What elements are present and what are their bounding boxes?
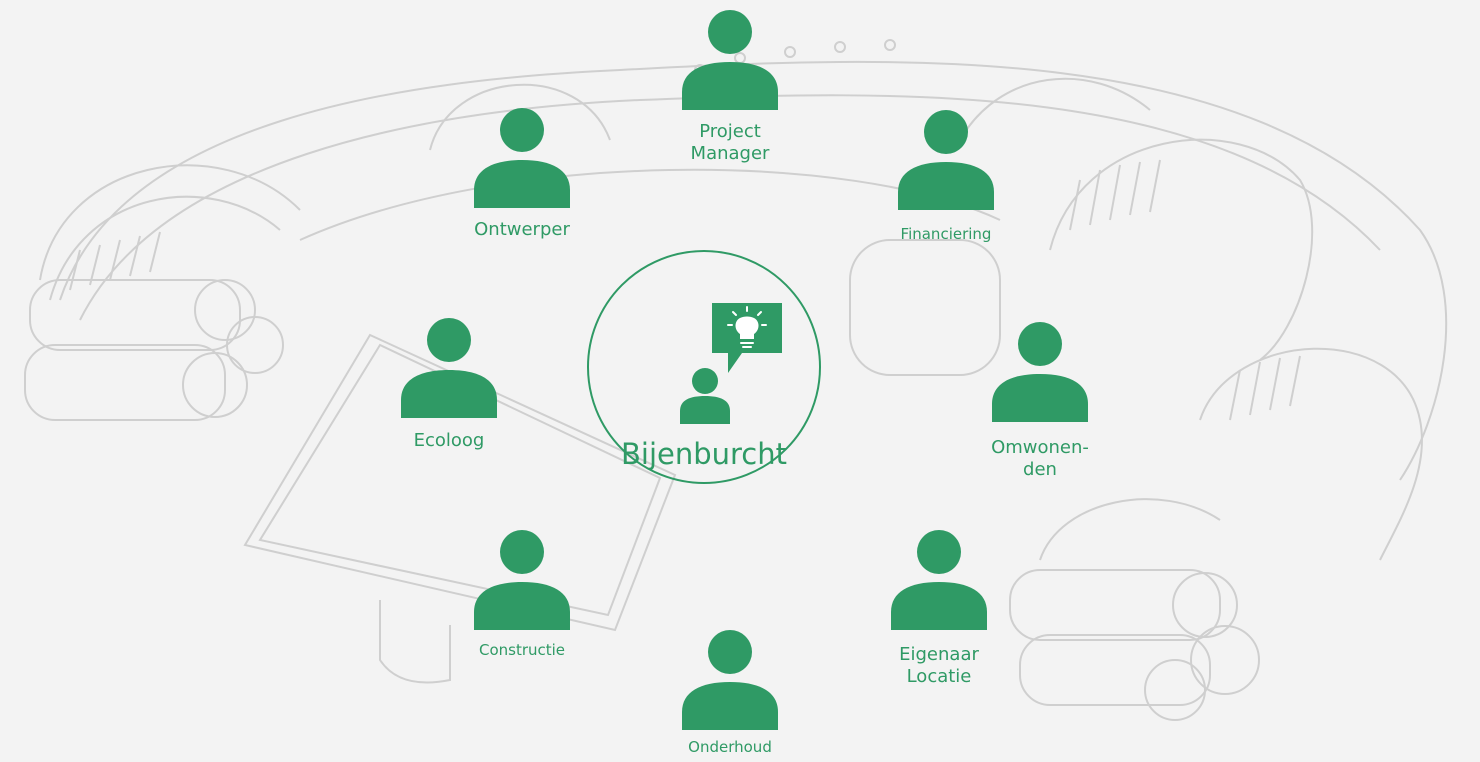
idea-person-icon bbox=[680, 303, 782, 424]
ontwerper-icon bbox=[474, 108, 570, 208]
onderhoud-icon bbox=[682, 630, 778, 730]
label-eigenaar-locatie: Eigenaar Locatie bbox=[899, 644, 979, 687]
label-onderhoud: Onderhoud bbox=[688, 738, 772, 756]
label-financiering: Financiering bbox=[900, 225, 992, 243]
project-manager-icon bbox=[682, 10, 778, 110]
constructie-icon bbox=[474, 530, 570, 630]
eigenaar-locatie-icon bbox=[891, 530, 987, 630]
ecoloog-icon bbox=[401, 318, 497, 418]
label-project-manager: Project Manager bbox=[690, 121, 770, 164]
label-constructie: Constructie bbox=[478, 641, 566, 659]
label-ecoloog: Ecoloog bbox=[413, 430, 485, 451]
financiering-icon bbox=[898, 110, 994, 210]
label-omwonenden: Omwonen- den bbox=[991, 437, 1089, 480]
center-circle bbox=[587, 250, 821, 484]
omwonenden-icon bbox=[992, 322, 1088, 422]
center-title: Bijenburcht bbox=[621, 437, 787, 471]
label-ontwerper: Ontwerper bbox=[474, 219, 570, 240]
